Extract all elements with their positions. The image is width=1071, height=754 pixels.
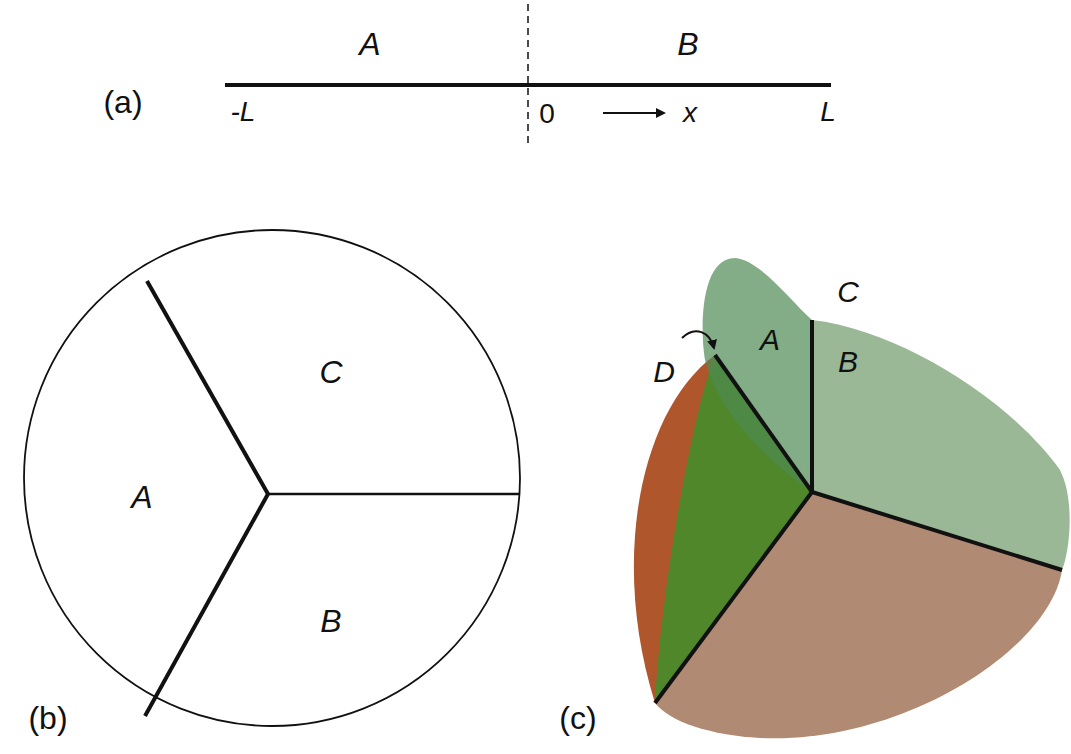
axis-label: 0: [539, 100, 555, 128]
region-label: D: [653, 357, 675, 387]
region-label: A: [131, 481, 152, 513]
axis-label: x: [683, 99, 697, 127]
axis-label: -L: [231, 98, 256, 126]
panel-label: (a): [103, 86, 142, 118]
axis-label: L: [820, 98, 836, 126]
region-label: B: [677, 28, 698, 60]
region-label: A: [359, 28, 380, 60]
panel-label: (b): [28, 702, 67, 734]
region-label: C: [319, 356, 342, 388]
region-label: B: [320, 605, 341, 637]
panel-label: (c): [559, 702, 596, 734]
disk-panel: [24, 230, 520, 726]
ball-panel: [634, 258, 1070, 738]
segment-panel: [225, 4, 831, 148]
region-label: A: [760, 325, 780, 355]
region-label: B: [838, 347, 858, 377]
region-label: C: [837, 277, 859, 307]
